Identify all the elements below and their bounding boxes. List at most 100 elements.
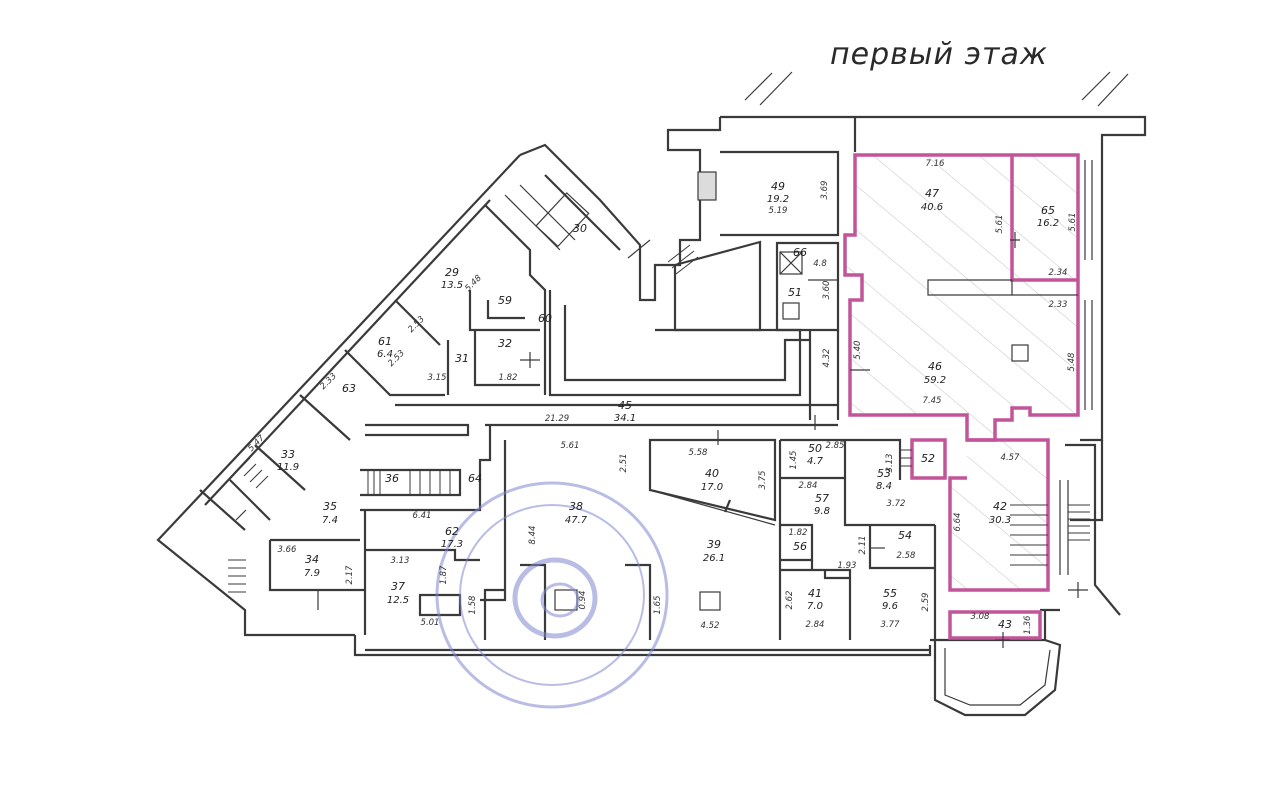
svg-text:16.2: 16.2 bbox=[1037, 218, 1059, 229]
svg-text:8.44: 8.44 bbox=[528, 526, 538, 545]
room-59: 59 bbox=[498, 294, 512, 307]
svg-text:36: 36 bbox=[385, 472, 399, 485]
svg-text:1.82: 1.82 bbox=[789, 528, 808, 538]
svg-text:1.93: 1.93 bbox=[838, 561, 857, 571]
room-61: 61 6.4 bbox=[377, 335, 393, 360]
svg-text:2.51: 2.51 bbox=[619, 454, 629, 473]
svg-text:2.62: 2.62 bbox=[785, 591, 795, 610]
room-51: 51 bbox=[788, 286, 802, 299]
svg-text:2.33: 2.33 bbox=[1049, 300, 1068, 310]
svg-text:8.4: 8.4 bbox=[876, 481, 892, 492]
stairs-courtyard bbox=[667, 244, 699, 275]
room-52: 52 bbox=[921, 452, 935, 465]
stairs-entrance-left bbox=[228, 559, 246, 593]
svg-text:55: 55 bbox=[883, 587, 897, 600]
svg-text:2.11: 2.11 bbox=[858, 536, 868, 555]
svg-text:1.45: 1.45 bbox=[789, 451, 799, 470]
svg-text:59: 59 bbox=[498, 294, 512, 307]
svg-text:0.94: 0.94 bbox=[578, 591, 588, 610]
svg-text:2.84: 2.84 bbox=[799, 481, 818, 491]
room-30: 30 bbox=[573, 222, 587, 235]
svg-text:63: 63 bbox=[342, 382, 356, 395]
room-54: 54 bbox=[898, 529, 912, 542]
svg-text:2.84: 2.84 bbox=[806, 620, 825, 630]
svg-text:43: 43 bbox=[998, 618, 1012, 631]
svg-text:38: 38 bbox=[569, 500, 583, 513]
svg-text:19.2: 19.2 bbox=[767, 194, 789, 205]
room-38: 38 47.7 bbox=[565, 500, 588, 526]
svg-text:9.6: 9.6 bbox=[882, 601, 898, 612]
room-40: 40 17.0 bbox=[701, 467, 723, 493]
svg-text:1.82: 1.82 bbox=[499, 373, 518, 383]
svg-text:11.9: 11.9 bbox=[277, 462, 299, 473]
svg-text:4.7: 4.7 bbox=[807, 456, 824, 467]
svg-text:5.61: 5.61 bbox=[1068, 213, 1078, 232]
svg-text:12.5: 12.5 bbox=[387, 595, 409, 606]
outer-walls bbox=[156, 115, 1147, 657]
svg-text:4.57: 4.57 bbox=[1001, 453, 1021, 463]
svg-text:65: 65 bbox=[1041, 204, 1055, 217]
stairs-entrance-right bbox=[1068, 504, 1090, 541]
svg-text:2.59: 2.59 bbox=[921, 593, 931, 612]
svg-text:21.29: 21.29 bbox=[545, 414, 569, 424]
svg-text:7.9: 7.9 bbox=[304, 568, 320, 579]
room-56: 56 bbox=[793, 540, 807, 553]
svg-text:30: 30 bbox=[573, 222, 587, 235]
svg-text:1.58: 1.58 bbox=[468, 595, 478, 615]
svg-text:33: 33 bbox=[281, 448, 295, 461]
svg-text:59.2: 59.2 bbox=[924, 375, 946, 386]
stairs-42 bbox=[1010, 504, 1048, 566]
room-45: 45 34.1 bbox=[614, 399, 636, 424]
room-42: 42 30.3 bbox=[989, 500, 1011, 526]
svg-text:17.3: 17.3 bbox=[441, 539, 463, 550]
svg-text:3.77: 3.77 bbox=[881, 620, 901, 630]
svg-text:3.15: 3.15 bbox=[428, 373, 447, 383]
svg-text:1.65: 1.65 bbox=[653, 596, 663, 615]
room-33: 33 11.9 bbox=[277, 448, 299, 473]
official-stamp bbox=[435, 481, 669, 709]
svg-text:1.87: 1.87 bbox=[439, 565, 449, 585]
svg-text:3.69: 3.69 bbox=[820, 181, 830, 200]
svg-text:49: 49 bbox=[771, 180, 785, 193]
svg-text:5.01: 5.01 bbox=[421, 618, 440, 628]
room-34: 34 7.9 bbox=[304, 553, 320, 579]
room-32: 32 bbox=[498, 337, 512, 350]
break-marks bbox=[744, 71, 1129, 107]
svg-text:50: 50 bbox=[808, 442, 822, 455]
svg-text:42: 42 bbox=[993, 500, 1007, 513]
room-63: 63 bbox=[342, 382, 356, 395]
svg-text:5.48: 5.48 bbox=[1067, 352, 1077, 372]
left-wing-walls bbox=[204, 174, 621, 521]
room-49: 49 19.2 bbox=[767, 180, 789, 205]
room-46: 46 59.2 bbox=[924, 360, 946, 386]
svg-text:26.1: 26.1 bbox=[703, 553, 725, 564]
svg-text:3.08: 3.08 bbox=[971, 612, 991, 622]
svg-text:5.19: 5.19 bbox=[769, 206, 788, 216]
svg-text:41: 41 bbox=[808, 587, 822, 600]
svg-text:7.0: 7.0 bbox=[807, 601, 823, 612]
svg-text:45: 45 bbox=[618, 399, 632, 412]
svg-text:56: 56 bbox=[793, 540, 807, 553]
room-43: 43 bbox=[998, 618, 1012, 631]
svg-text:47: 47 bbox=[925, 187, 939, 200]
svg-text:2.85: 2.85 bbox=[826, 441, 845, 451]
svg-text:40.6: 40.6 bbox=[921, 202, 943, 213]
svg-text:3.72: 3.72 bbox=[887, 499, 906, 509]
room-labels: 49 19.2 47 40.6 65 16.2 46 59.2 42 30.3 … bbox=[277, 180, 1059, 631]
room-66: 66 bbox=[793, 246, 807, 259]
svg-text:60: 60 bbox=[538, 312, 552, 325]
svg-text:13.5: 13.5 bbox=[441, 280, 463, 291]
room-64: 64 bbox=[468, 472, 482, 485]
room-62: 62 17.3 bbox=[441, 525, 463, 550]
svg-text:52: 52 bbox=[921, 452, 935, 465]
svg-text:4.8: 4.8 bbox=[813, 259, 827, 269]
svg-text:1.36: 1.36 bbox=[1023, 615, 1033, 635]
svg-text:32: 32 bbox=[498, 337, 512, 350]
room-60: 60 bbox=[538, 312, 552, 325]
svg-text:17.0: 17.0 bbox=[701, 482, 723, 493]
svg-text:7.4: 7.4 bbox=[322, 515, 338, 526]
tick-marks bbox=[235, 232, 1088, 648]
svg-text:4.32: 4.32 bbox=[822, 349, 832, 368]
room-41: 41 7.0 bbox=[807, 587, 823, 612]
